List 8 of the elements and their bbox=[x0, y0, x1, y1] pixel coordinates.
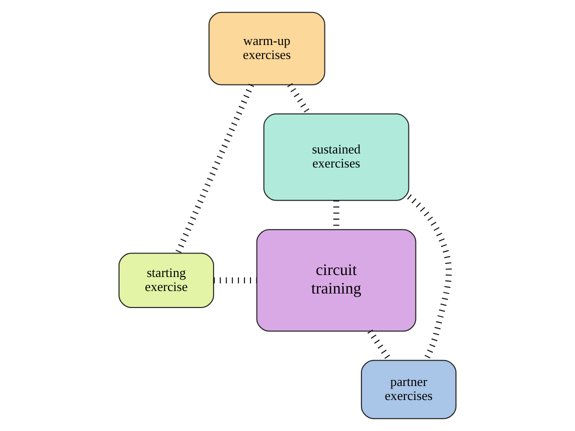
node-box: sustained exercises bbox=[263, 113, 410, 201]
node-box: starting exercise bbox=[118, 252, 214, 308]
node-box: circuit training bbox=[256, 229, 416, 332]
node-box: warm-up exercises bbox=[208, 12, 326, 86]
connector bbox=[287, 83, 312, 116]
connector bbox=[214, 277, 256, 284]
node-box: partner exercises bbox=[360, 360, 456, 420]
connector bbox=[174, 84, 254, 254]
